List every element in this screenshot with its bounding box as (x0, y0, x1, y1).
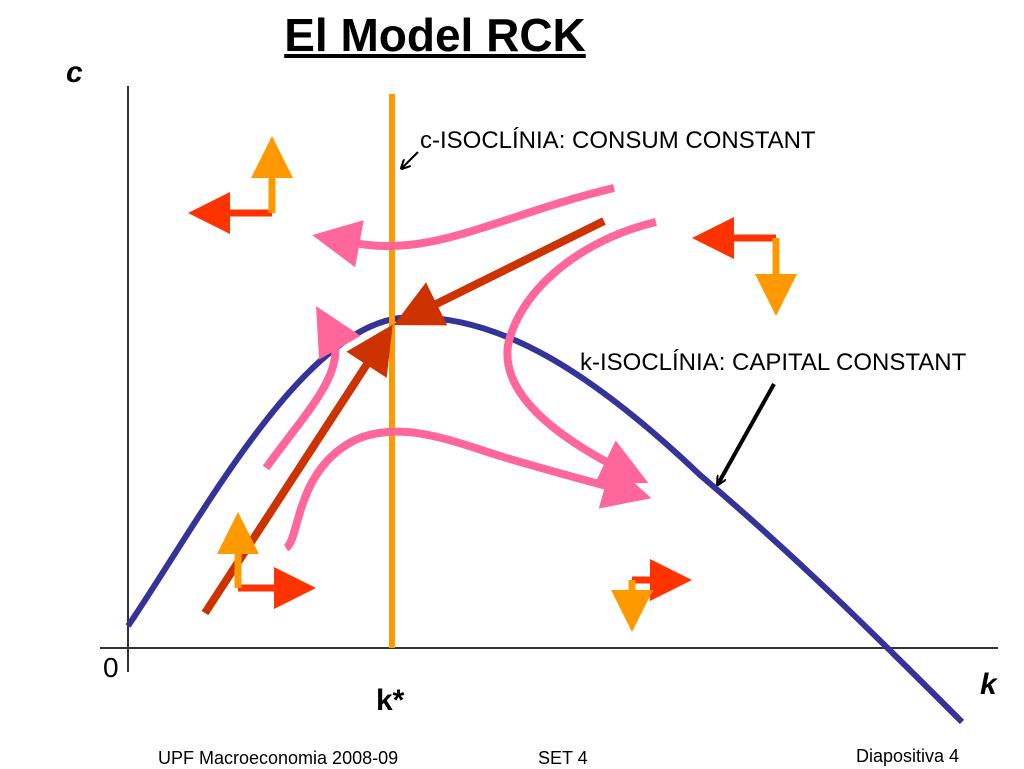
footer-center: SET 4 (538, 748, 588, 768)
y-axis-label: c (66, 56, 83, 89)
k-isocline-pointer (718, 383, 776, 484)
saddle-path-lower (201, 324, 393, 616)
trajectory-top-left (312, 184, 615, 268)
c-isocline-label: c-ISOCLÍNIA: CONSUM CONSTANT (420, 127, 816, 154)
trajectory-left (262, 306, 361, 471)
kstar-label: k* (376, 684, 405, 717)
saddle-path-upper (393, 217, 606, 326)
k-isocline-label: k-ISOCLÍNIA: CAPITAL CONSTANT (580, 349, 967, 376)
k-isocline-curve (125, 314, 965, 725)
c-isocline-pointer (402, 151, 419, 168)
origin-label: 0 (103, 652, 119, 683)
trajectory-bottom (283, 427, 652, 552)
footer-left: UPF Macroeconomia 2008-09 (158, 748, 399, 768)
x-axis-label: k (980, 668, 997, 701)
trajectory-top-right (503, 218, 657, 484)
slide-title: El Model RCK (284, 9, 586, 61)
footer-right: Diapositiva 4 (856, 746, 960, 766)
